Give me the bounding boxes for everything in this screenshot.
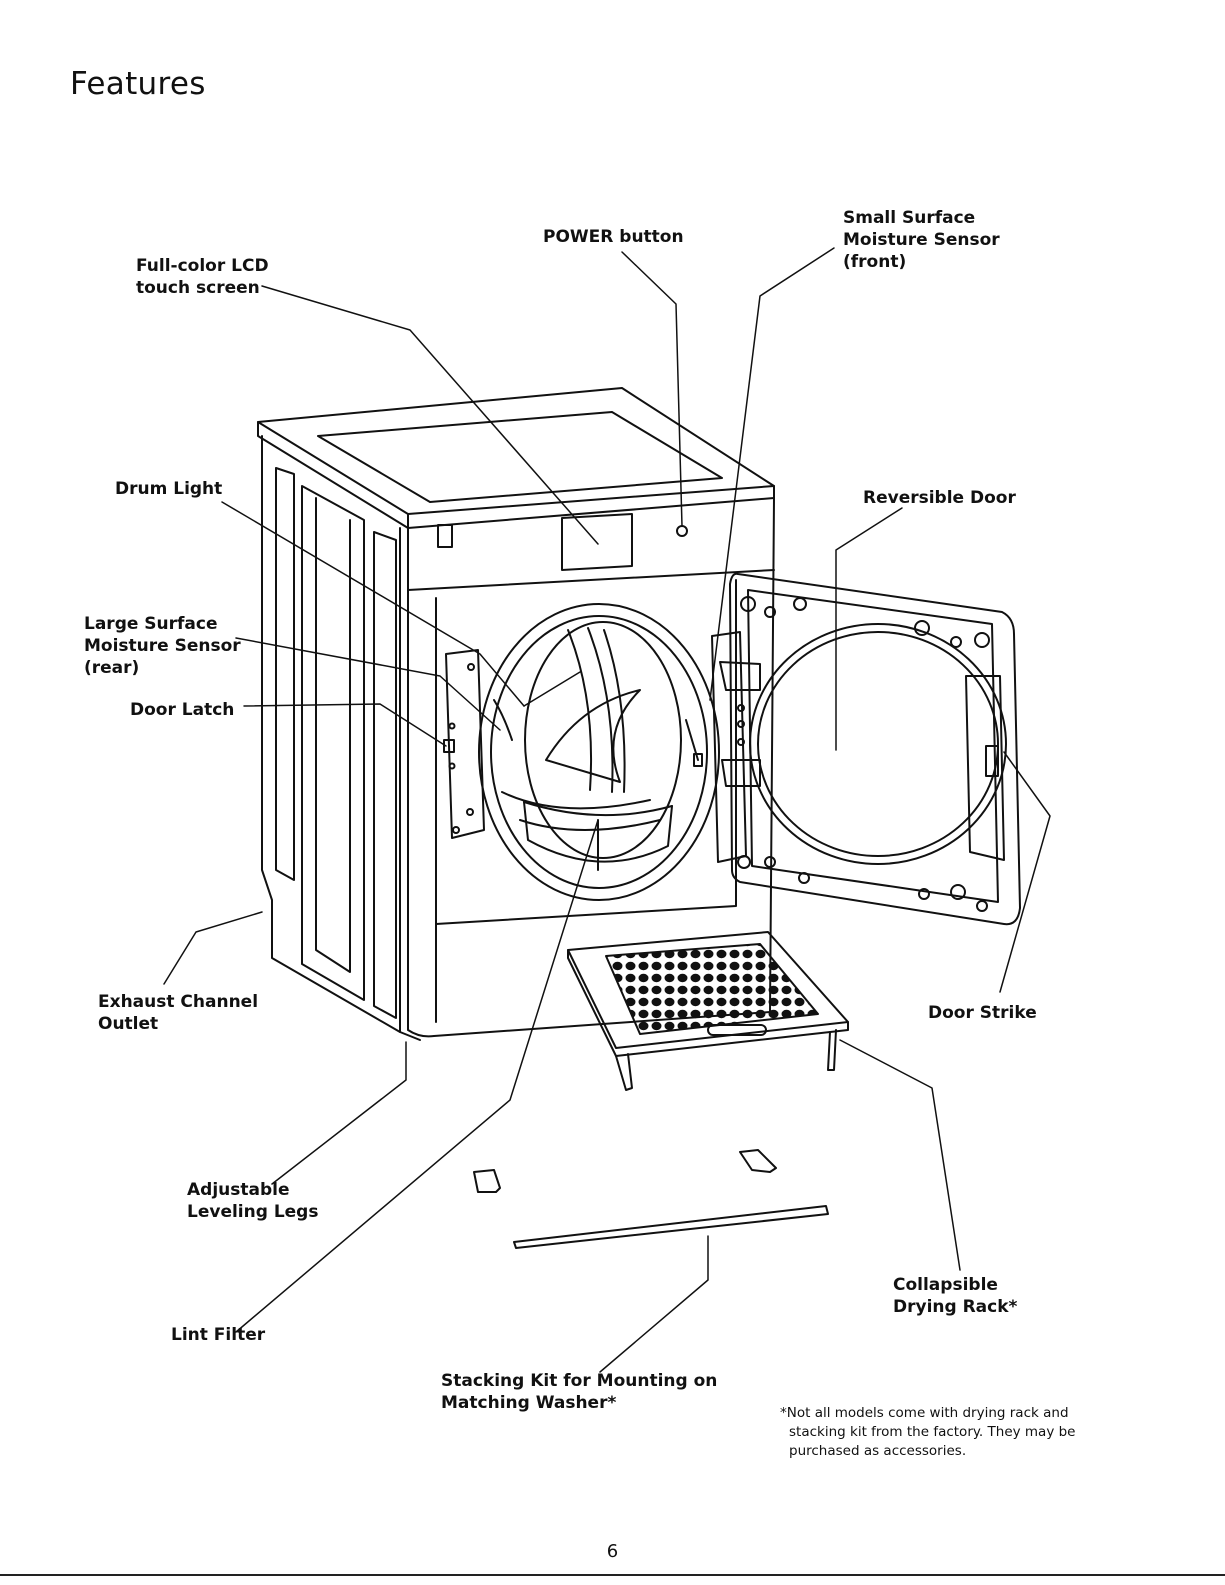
bottom-rule [0, 1574, 1225, 1576]
label-drum-light: Drum Light [115, 479, 223, 499]
drying-rack [567, 931, 849, 1091]
cabinet-top [257, 387, 775, 529]
lint-filter-housing [523, 689, 673, 871]
label-collapsible-drying-rack: Collapsible Drying Rack* [893, 1275, 1018, 1317]
page-number: 6 [606, 1541, 619, 1562]
footnote: *Not all models come with drying rack an… [780, 1405, 1076, 1459]
cabinet-front [399, 497, 775, 1041]
label-small-surface-moisture-sensor: Small Surface Moisture Sensor (front) [843, 208, 1000, 272]
page-title: Features [70, 66, 206, 102]
latch-bracket [443, 649, 485, 839]
label-lint-filter: Lint Filter [171, 1325, 266, 1345]
door-strike-icon [985, 745, 999, 777]
cabinet-side [261, 435, 401, 1033]
label-exhaust-channel-outlet: Exhaust Channel Outlet [98, 992, 259, 1034]
lcd-screen [561, 513, 633, 571]
label-stacking-kit: Stacking Kit for Mounting on Matching Wa… [441, 1371, 718, 1413]
reversible-door [729, 572, 1021, 926]
door-strike-catch [693, 753, 703, 767]
label-door-strike: Door Strike [928, 1003, 1037, 1023]
label-adjustable-leveling-legs: Adjustable Leveling Legs [187, 1180, 319, 1222]
label-reversible-door: Reversible Door [863, 488, 1016, 508]
brand-logo [437, 524, 453, 548]
drum [478, 603, 720, 901]
leader-lines [163, 247, 1051, 1373]
label-door-latch: Door Latch [130, 700, 235, 720]
stacking-kit [473, 1149, 829, 1249]
small-sensor-icon [493, 699, 513, 741]
power-button-icon [676, 525, 688, 537]
label-large-surface-moisture-sensor: Large Surface Moisture Sensor (rear) [84, 614, 241, 678]
label-power-button: POWER button [543, 227, 684, 247]
label-lcd-touch-screen: Full-color LCD touch screen [136, 256, 269, 298]
